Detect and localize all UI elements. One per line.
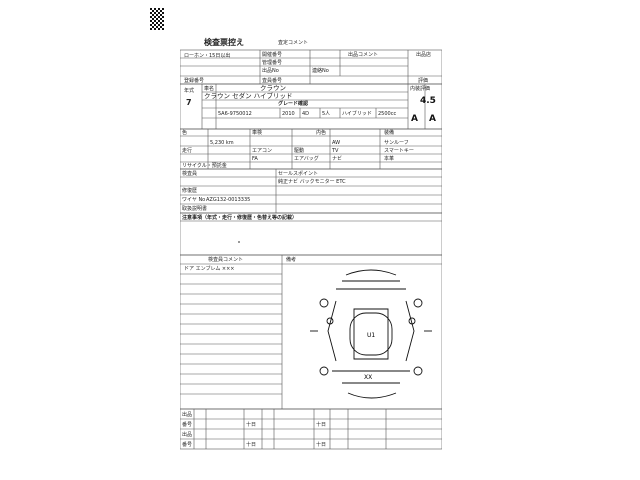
inspection-items-label: リサイクル・預託金: [182, 163, 227, 169]
remark-header: 備考: [286, 257, 297, 263]
diagram-xx-mark: XX: [364, 374, 372, 381]
mileage-value: 5,230 km: [210, 140, 234, 146]
inspection-sheet: U1 XX 検査票控え 査定コメント ローホン・15日以出 開催番号 管理番号 …: [180, 36, 442, 478]
scan-speck: [238, 241, 240, 243]
doors-value: 4D: [302, 111, 310, 117]
interior-score-stamp-1: A: [411, 114, 418, 124]
sheet-grid: [180, 49, 442, 450]
history-label: 修復歴: [182, 188, 198, 194]
bottom-tick-4: 十日: [316, 442, 327, 448]
bottom-label-3: 出品: [182, 432, 193, 438]
left-number: 7: [186, 98, 192, 107]
tv-label: TV: [332, 148, 339, 154]
bottom-label-2: 番号: [182, 422, 193, 428]
score-label: 評価: [418, 78, 429, 84]
notes-header: 注意事項（年式・走行・修復歴・色替え等の記載）: [182, 215, 298, 221]
car-name-label: 車名: [204, 86, 215, 92]
bottom-tick-3: 十日: [316, 422, 327, 428]
qr-code-icon: [150, 8, 164, 30]
mileage-row-label: 走行: [182, 148, 193, 154]
seller-label: 出品店: [416, 52, 432, 58]
displacement-value: 2500cc: [378, 111, 397, 117]
car-name-value: クラウン: [260, 84, 286, 92]
rep-no-label: 連絡No: [312, 68, 329, 74]
control-no-label: 管理番号: [262, 60, 283, 66]
top-left-code: ローホン・15日以出: [184, 53, 231, 59]
inspector-note-1: ドア エンブレム ×××: [184, 266, 235, 272]
interior-score-label: 内装評価: [410, 86, 431, 92]
fuel-value: ハイブリッド: [342, 111, 372, 117]
vin-label: ワイヤ No: [182, 197, 206, 203]
bottom-label-1: 出品: [182, 412, 193, 418]
sales-point-text: 純正ナビ バックモニター ETC: [278, 179, 346, 185]
inspector-comment-label: 検査員コメント: [208, 257, 244, 263]
colortrim-label: 内色: [316, 130, 327, 136]
manual-label: 取扱説明書: [182, 206, 208, 212]
document-title: 検査票控え: [204, 38, 244, 47]
bottom-tick-1: 十日: [246, 422, 257, 428]
remarks-label: 検査員: [182, 171, 198, 177]
drive-label: 駆動: [294, 148, 305, 154]
vin-value: AZG132-0013335: [206, 197, 251, 203]
inspector-no-label: 査員番号: [262, 78, 283, 84]
type-code-value: 5A6-9750012: [218, 111, 252, 117]
leather-label: 本革: [384, 156, 395, 162]
vehicle-number-label: 登録番号: [184, 78, 205, 84]
vehicle-diagram-icon: U1 XX: [310, 269, 432, 399]
exhibit-no-label: 出品No: [262, 68, 279, 74]
grade-value: クラウン セダン ハイブリッド: [204, 92, 293, 100]
interior-score-stamp-2: A: [429, 114, 436, 124]
transmission-value: FA: [252, 156, 258, 162]
holding-no-label: 開催番号: [262, 52, 283, 58]
key-label: スマートキー: [384, 148, 414, 154]
sunroof-label: サンルーフ: [384, 140, 409, 146]
diagram-u1-mark: U1: [367, 332, 375, 339]
capacity-value: 5人: [322, 111, 331, 117]
seller-comment-label: 出品コメント: [348, 52, 379, 58]
aw-label: AW: [332, 140, 341, 146]
memo-label: 装備: [384, 130, 395, 136]
color-label: 車検: [252, 130, 263, 136]
nav-label: ナビ: [332, 156, 343, 162]
grade-check-label: グレード確認: [278, 101, 309, 107]
airbag-label: エアバッグ: [294, 156, 319, 162]
bottom-label-4: 番号: [182, 442, 193, 448]
year-value: 2010: [282, 111, 295, 117]
equipment-label: エアコン: [252, 148, 273, 154]
bottom-tick-2: 十日: [246, 442, 257, 448]
model-year-label: 年式: [184, 88, 195, 94]
score-value: 4.5: [420, 96, 436, 106]
comment-header: 査定コメント: [278, 40, 309, 46]
sales-point-label: セールスポイント: [278, 171, 319, 177]
color-row-label: 色: [182, 130, 188, 136]
